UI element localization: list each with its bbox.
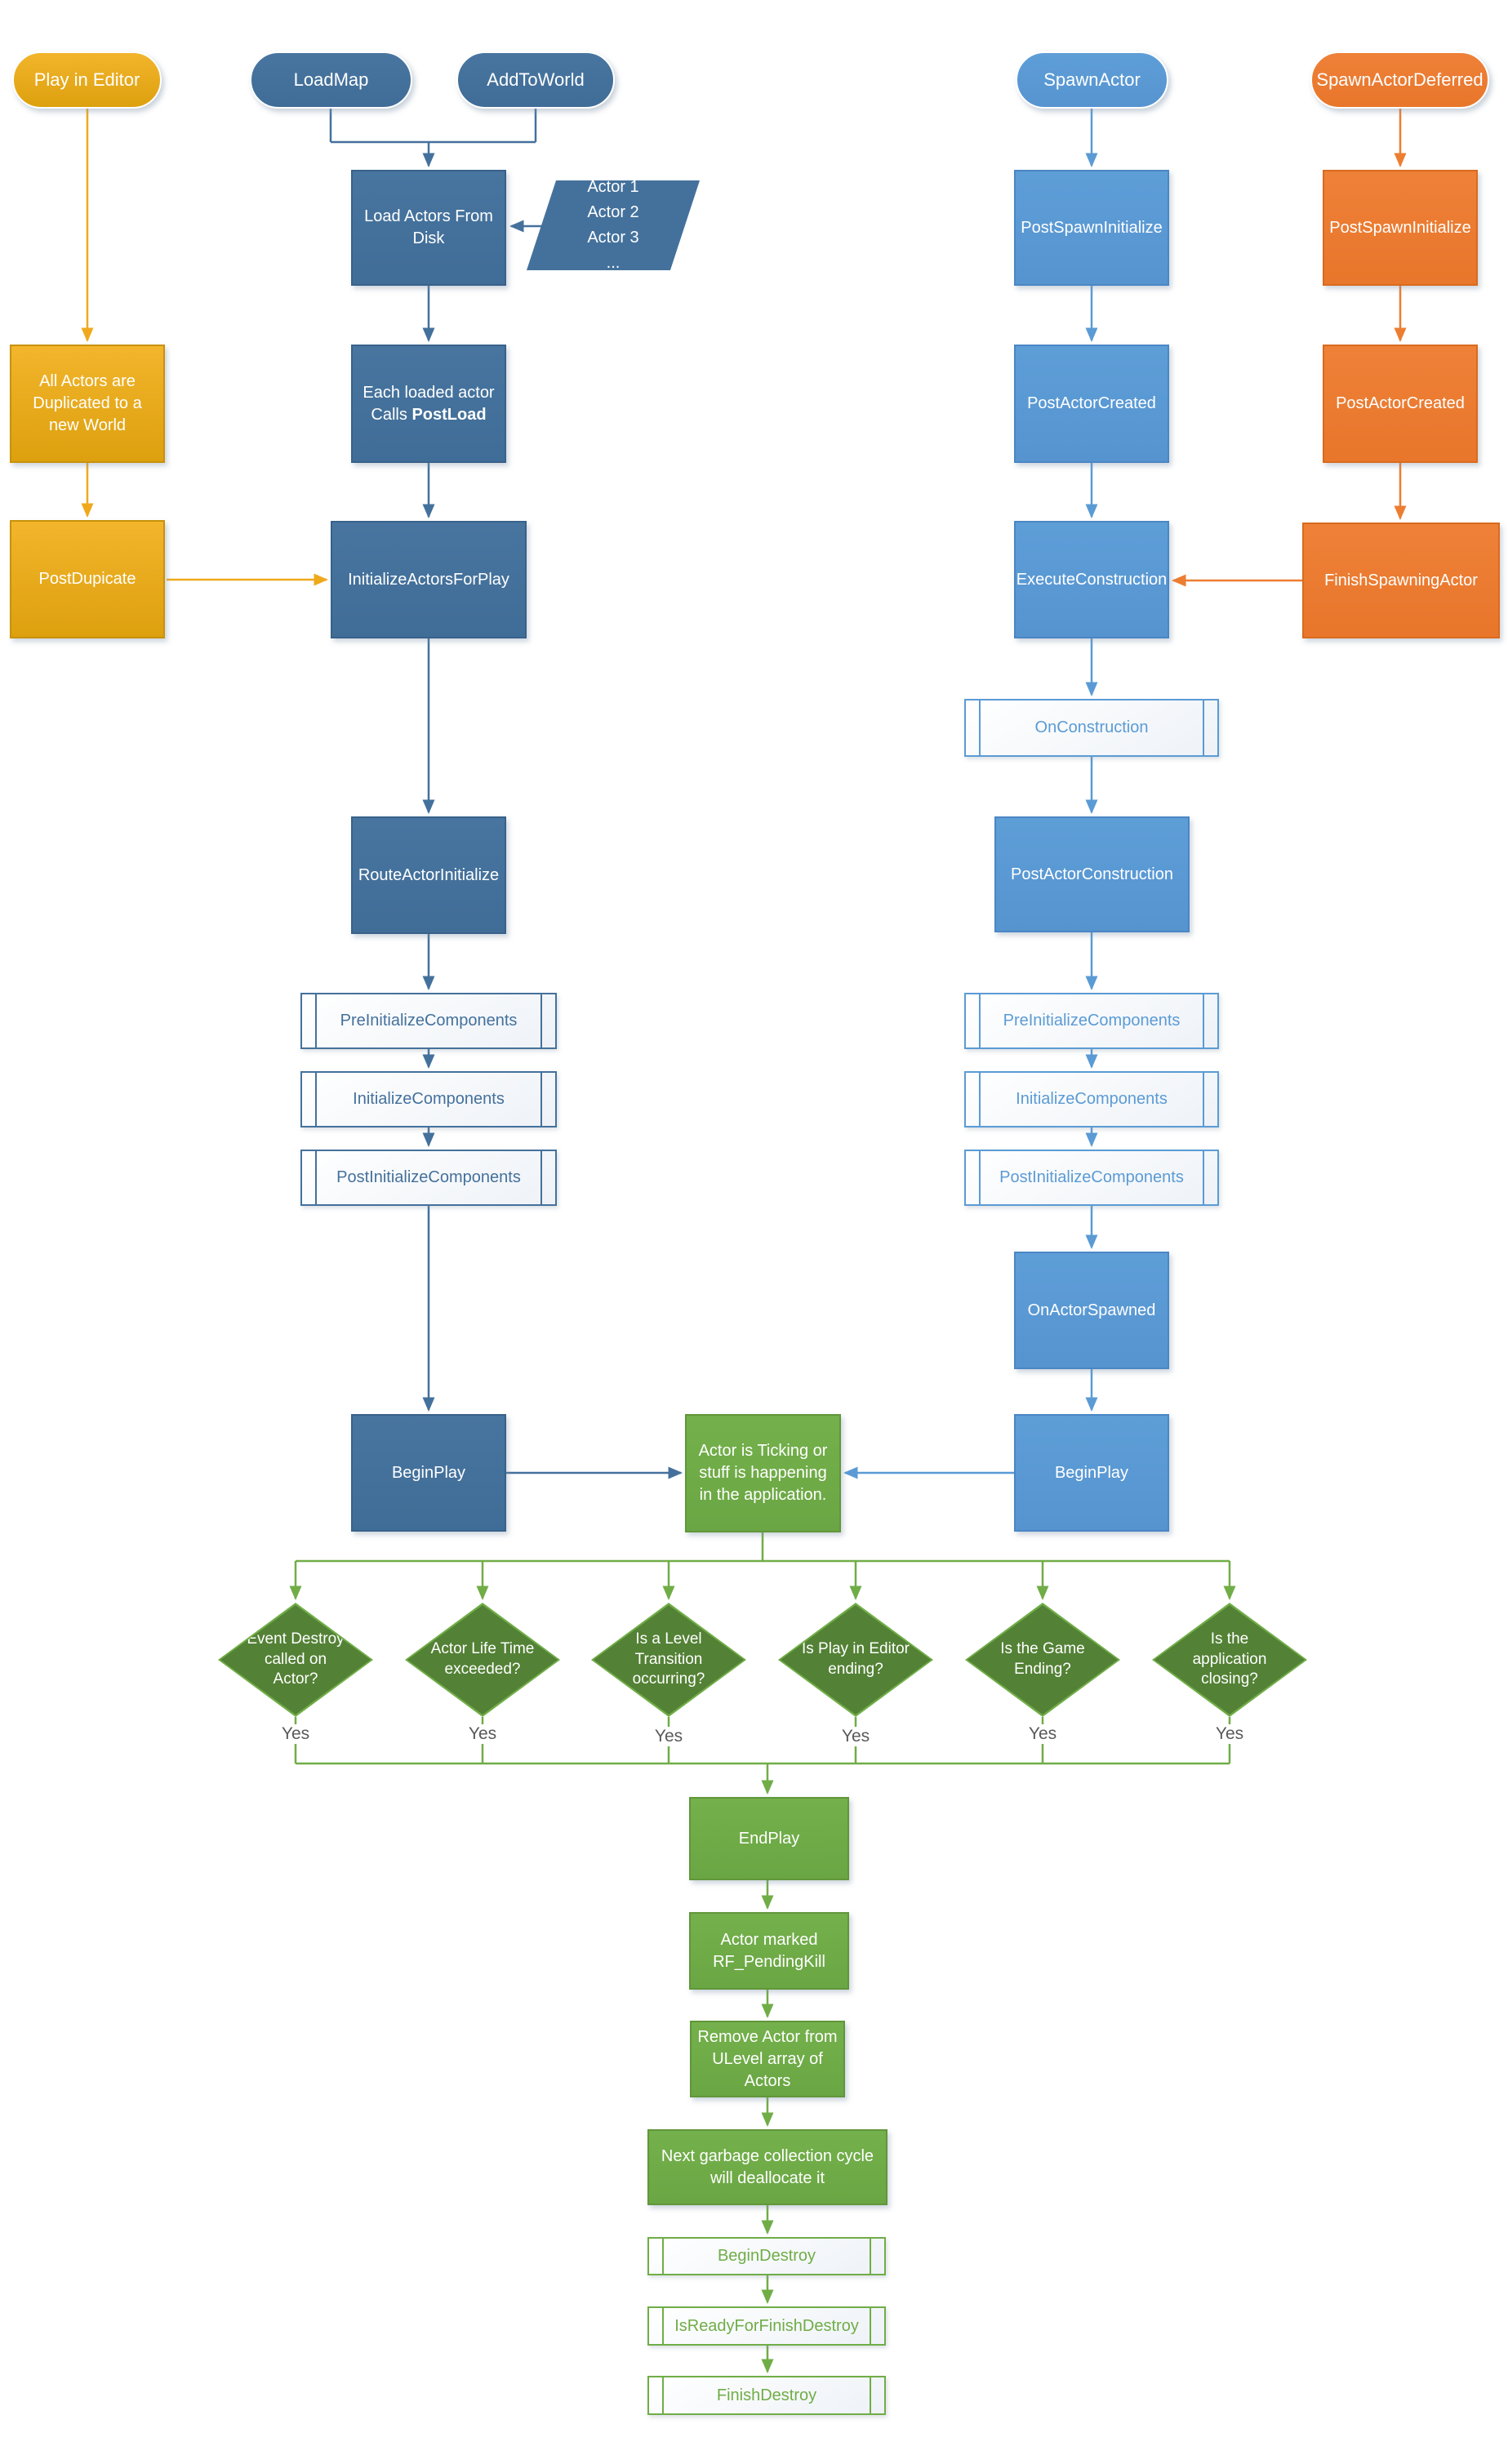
node-actor-list: Actor 1 Actor 2 Actor 3 ... (527, 180, 700, 270)
yes-label: Yes (1024, 1724, 1061, 1744)
decision-level-transition: Is a Level Transition occurring? (591, 1603, 746, 1717)
node-pre-initialize-components-left: PreInitializeComponents (300, 993, 557, 1049)
node-play-in-editor: Play in Editor (12, 51, 162, 109)
node-end-play: EndPlay (689, 1797, 849, 1880)
node-post-dupicate: PostDupicate (10, 520, 165, 638)
node-post-initialize-components-left: PostInitializeComponents (300, 1150, 557, 1206)
node-execute-construction: ExecuteConstruction (1014, 521, 1169, 638)
node-post-actor-created-orange: PostActorCreated (1323, 345, 1478, 463)
decision-game-ending: Is the Game Ending? (965, 1603, 1120, 1717)
node-post-spawn-initialize-orange: PostSpawnInitialize (1323, 170, 1478, 286)
decision-actor-lifetime: Actor Life Time exceeded? (405, 1603, 560, 1717)
decision-label: Is Play in Editor ending? (802, 1640, 910, 1678)
node-initialize-actors-for-play: InitializeActorsForPlay (331, 521, 527, 638)
decision-label: Is the application closing? (1192, 1630, 1267, 1688)
node-on-actor-spawned: OnActorSpawned (1014, 1252, 1169, 1369)
each-loaded-actor-line2: Calls PostLoad (363, 404, 494, 426)
node-finish-spawning-actor: FinishSpawningActor (1302, 523, 1500, 638)
node-spawn-actor: SpawnActor (1016, 51, 1168, 109)
node-initialize-components-left: InitializeComponents (300, 1071, 557, 1127)
node-route-actor-initialize: RouteActorInitialize (351, 816, 506, 934)
node-load-actors-from-disk: Load Actors From Disk (351, 170, 506, 286)
decision-label: Actor Life Time exceeded? (430, 1640, 535, 1678)
node-add-to-world: AddToWorld (456, 51, 615, 109)
connectors-blue-dark (329, 109, 683, 1479)
node-post-actor-construction: PostActorConstruction (994, 816, 1190, 932)
node-actor-marked-pendingkill: Actor marked RF_PendingKill (689, 1912, 849, 1990)
actor-list-item: Actor 2 (587, 203, 639, 221)
node-is-ready-for-finish-destroy: IsReadyForFinishDestroy (647, 2306, 886, 2346)
decision-label: Is the Game Ending? (1000, 1640, 1085, 1678)
yes-label: Yes (837, 1727, 874, 1746)
node-actor-ticking: Actor is Ticking or stuff is happening i… (685, 1414, 841, 1532)
calls-text: Calls (371, 405, 407, 424)
node-begin-play-right: BeginPlay (1014, 1414, 1169, 1532)
yes-label: Yes (277, 1724, 314, 1744)
actor-list-item: ... (606, 254, 621, 272)
node-post-initialize-components-right: PostInitializeComponents (964, 1150, 1219, 1206)
actor-list-item: Actor 1 (587, 178, 639, 196)
node-all-actors-duplicated: All Actors are Duplicated to a new World (10, 345, 165, 463)
node-post-actor-created-blue: PostActorCreated (1014, 345, 1169, 463)
node-on-construction: OnConstruction (964, 699, 1219, 757)
yes-label: Yes (650, 1727, 687, 1746)
node-finish-destroy: FinishDestroy (647, 2376, 886, 2415)
decision-pie-ending: Is Play in Editor ending? (778, 1603, 933, 1717)
actor-list-item: Actor 3 (587, 229, 639, 247)
node-spawn-actor-deferred: SpawnActorDeferred (1310, 51, 1489, 109)
decision-label: Event Destroy called on Actor? (247, 1630, 345, 1688)
each-loaded-actor-line1: Each loaded actor (363, 383, 495, 402)
decision-event-destroy: Event Destroy called on Actor? (218, 1603, 373, 1717)
node-next-garbage-collection: Next garbage collection cycle will deall… (647, 2129, 887, 2205)
node-pre-initialize-components-right: PreInitializeComponents (964, 993, 1219, 1049)
node-initialize-components-right: InitializeComponents (964, 1071, 1219, 1127)
node-begin-play-left: BeginPlay (351, 1414, 506, 1532)
decision-label: Is a Level Transition occurring? (632, 1630, 705, 1688)
yes-label: Yes (464, 1724, 501, 1744)
node-remove-actor-ulevel: Remove Actor from ULevel array of Actors (690, 2021, 845, 2097)
node-load-map: LoadMap (250, 51, 412, 109)
yes-label: Yes (1211, 1724, 1248, 1744)
node-post-spawn-initialize-blue: PostSpawnInitialize (1014, 170, 1169, 286)
node-begin-destroy: BeginDestroy (647, 2237, 886, 2275)
node-each-loaded-actor-postload: Each loaded actor Calls PostLoad (351, 345, 506, 463)
decision-application-closing: Is the application closing? (1152, 1603, 1307, 1717)
postload-text: PostLoad (411, 405, 487, 424)
